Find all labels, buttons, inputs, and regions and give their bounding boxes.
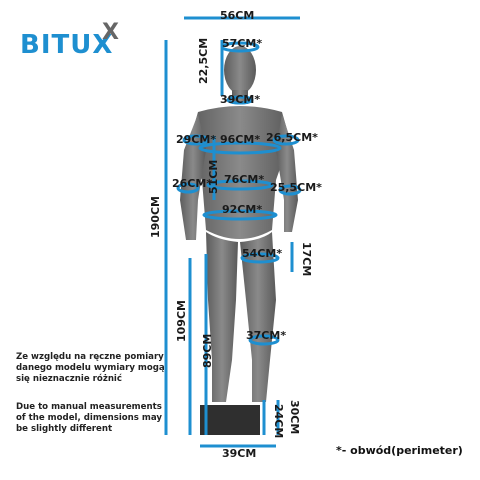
note-english: Due to manual measurements of the model,… [16, 402, 163, 434]
label-base-width: 39CM [222, 447, 257, 460]
note-polish: Ze względu na ręczne pomiary danego mode… [16, 352, 165, 384]
label-thigh-len: 17CM [300, 242, 313, 277]
label-shoulder-width: 56CM [220, 9, 255, 22]
leg-right [240, 232, 276, 402]
label-waist: 76CM* [224, 173, 265, 186]
label-forearm: 26CM* [172, 177, 213, 190]
label-hip: 92CM* [222, 203, 263, 216]
label-leg-height: 89CM [201, 333, 214, 368]
leg-left [206, 232, 238, 402]
label-forearm-right: 25,5CM* [270, 181, 322, 194]
label-total-height: 190CM [149, 196, 162, 238]
label-inseam: 109CM [175, 300, 188, 342]
base [200, 405, 260, 435]
brand-name: BITUX [20, 30, 114, 60]
label-arm-right: 26,5CM* [266, 131, 318, 144]
label-calf: 37CM* [246, 329, 287, 342]
brand-mark: X [102, 20, 120, 45]
head [224, 46, 256, 94]
measure-lines [164, 16, 302, 448]
label-base-inner: 24CM [272, 404, 285, 439]
arm-left [180, 114, 206, 240]
legend-perimeter: *- obwód(perimeter) [336, 444, 463, 457]
brand-logo: BITUX X [20, 20, 119, 60]
label-head-circ: 57CM* [222, 37, 263, 50]
label-neck-circ: 39CM* [220, 93, 261, 106]
label-thigh: 54CM* [242, 247, 283, 260]
label-head-height: 22,5CM [197, 37, 210, 84]
label-chest: 96CM* [220, 133, 261, 146]
label-upper-arm: 29CM* [176, 133, 217, 146]
label-base-height: 30CM [288, 400, 301, 435]
